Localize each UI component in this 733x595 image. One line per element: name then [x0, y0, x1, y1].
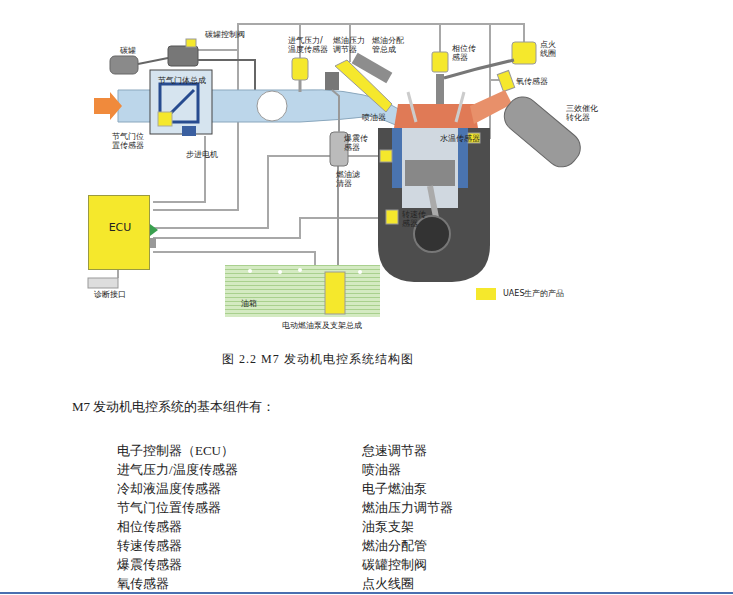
part-label: 节气门体总成 — [158, 76, 206, 85]
illustration-part — [380, 150, 392, 162]
fuel-tank: 油箱 — [225, 265, 380, 317]
part-label: 三效催化转化器 — [566, 104, 600, 122]
part-label: 喷油器 — [362, 113, 386, 122]
legend-swatch — [476, 288, 496, 300]
catalytic-converter — [498, 90, 587, 173]
part-label: 相位传感器 — [452, 44, 478, 62]
illustration-part — [490, 24, 502, 80]
part-label: 点火线圈 — [540, 40, 558, 58]
illustration-part — [432, 52, 448, 72]
illustration-part — [117, 270, 119, 278]
legend-text: UAES生产的产品 — [503, 289, 564, 298]
component-item: 节气门位置传感器 — [117, 501, 221, 516]
illustration-part — [138, 58, 168, 64]
wiring — [118, 24, 524, 282]
illustration-part — [110, 56, 138, 74]
part-label: 碳罐 — [120, 46, 136, 55]
part-label: 碳罐控制阀 — [205, 30, 245, 39]
illustration-part — [378, 128, 490, 282]
illustration-part — [498, 90, 587, 173]
component-item: 相位传感器 — [117, 520, 182, 535]
ecu-box: ECU — [88, 195, 150, 270]
component-item: 转速传感器 — [117, 539, 182, 554]
illustration-part — [257, 91, 287, 121]
illustration-part — [332, 90, 339, 132]
component-item: 氧传感器 — [117, 577, 169, 592]
illustration-part — [512, 42, 536, 64]
illustration-part — [292, 58, 308, 80]
illustration-part — [168, 46, 198, 66]
component-item: 电子燃油泵 — [362, 482, 427, 497]
illustration-part — [94, 92, 122, 120]
component-item: 点火线圈 — [362, 577, 414, 592]
illustration-part — [392, 128, 402, 188]
section-heading: M7 发动机电控系统的基本组件有： — [72, 400, 275, 415]
illustration-part — [150, 238, 156, 248]
component-item: 喷油器 — [362, 463, 401, 478]
illustration-part — [182, 126, 196, 136]
engine-block — [378, 90, 512, 282]
part-label: 氧传感器 — [516, 77, 548, 86]
illustration-part — [153, 136, 205, 202]
component-item: 燃油压力调节器 — [362, 501, 453, 516]
part-label: 爆震传感器 — [344, 134, 370, 152]
component-item: 进气压力/温度传感器 — [117, 463, 238, 478]
intake-manifold — [94, 90, 404, 126]
illustration-part — [497, 70, 514, 91]
illustration-part — [394, 104, 478, 128]
throttle-body — [150, 70, 212, 136]
part-label: 电动燃油泵及支架总成 — [282, 321, 362, 330]
node-text: 油箱 — [241, 299, 257, 308]
illustration-part — [150, 70, 212, 134]
illustration-part — [198, 49, 238, 51]
illustration-part — [405, 160, 455, 186]
illustration-part — [88, 278, 118, 288]
component-item: 碳罐控制阀 — [362, 558, 427, 573]
component-item: 油泵支架 — [362, 520, 414, 535]
part-label: 水温传感器 — [440, 134, 480, 143]
illustration-part — [436, 74, 444, 104]
part-label: 燃油分配管总成 — [372, 36, 406, 54]
fuel-filter-and-lines — [88, 90, 348, 288]
component-item: 电子控制器（ECU） — [117, 444, 234, 459]
page-rule — [0, 592, 733, 594]
part-label: 诊断接口 — [94, 290, 126, 299]
figure-caption: 图 2.2 M7 发动机电控系统结构图 — [222, 353, 414, 367]
illustration-part — [186, 39, 196, 47]
part-label: 燃油压力调节器 — [333, 36, 367, 54]
part-label: 步进电机 — [186, 150, 218, 159]
component-item: 怠速调节器 — [362, 444, 427, 459]
part-label: 燃油滤清器 — [336, 170, 362, 188]
illustration-part — [325, 72, 339, 90]
part-label: 节气门位置传感器 — [112, 132, 146, 150]
node-text: ECU — [89, 222, 151, 235]
illustration-part — [153, 156, 380, 228]
ecu-connector — [150, 224, 158, 248]
illustration-part — [439, 24, 441, 52]
illustration-part — [299, 80, 302, 92]
part-label: 进气压力/温度传感器 — [288, 36, 328, 54]
illustration-part — [150, 224, 158, 236]
illustration-part — [414, 216, 450, 252]
illustration-part — [456, 92, 464, 122]
component-item: 爆震传感器 — [117, 558, 182, 573]
illustration-part — [335, 60, 392, 112]
canister-system — [110, 39, 255, 90]
illustration-part — [158, 112, 172, 126]
illustration-part — [408, 92, 416, 122]
component-item: 燃油分配管 — [362, 539, 427, 554]
component-item: 冷却液温度传感器 — [117, 482, 221, 497]
illustration-part — [386, 210, 398, 224]
part-label: 转速传感器 — [402, 210, 428, 228]
